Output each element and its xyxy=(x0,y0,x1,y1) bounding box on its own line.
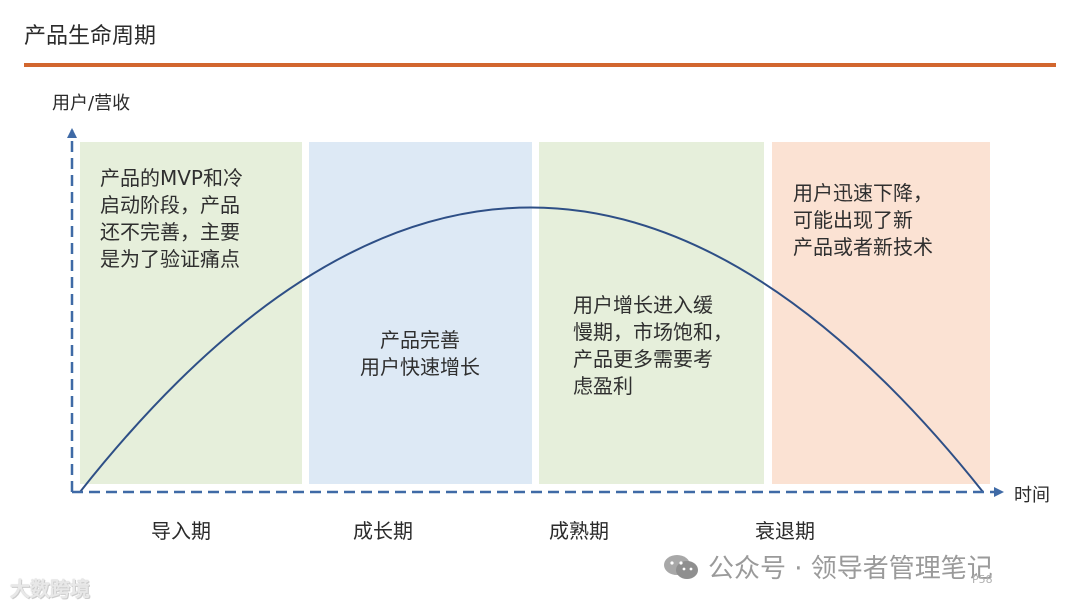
watermark-right-text: 公众号 · 领导者管理笔记 xyxy=(708,554,993,584)
title-divider xyxy=(24,63,1056,67)
stage-label-maturity: 成熟期 xyxy=(549,519,609,543)
page-number: P58 xyxy=(972,573,993,586)
stage-panel-maturity xyxy=(539,142,764,484)
stage-label-growth: 成长期 xyxy=(353,519,413,543)
stage-panel-decline xyxy=(772,142,990,484)
x-axis-label: 时间 xyxy=(1014,485,1050,506)
stage-panel-introduction xyxy=(80,142,302,484)
stage-label-decline: 衰退期 xyxy=(755,519,815,543)
panel-text-introduction: 产品的MVP和冷 启动阶段，产品 还不完善，主要 是为了验证痛点 xyxy=(100,166,243,271)
wechat-icon xyxy=(664,554,698,579)
page-title: 产品生命周期 xyxy=(24,24,157,49)
stage-label-introduction: 导入期 xyxy=(151,519,211,543)
lifecycle-curve xyxy=(79,206,984,493)
stage-panel-growth xyxy=(309,142,532,484)
panel-text-decline: 用户迅速下降， 可能出现了新 产品或者新技术 xyxy=(793,181,933,259)
panel-text-maturity: 用户增长进入缓 慢期，市场饱和， 产品更多需要考 虑盈利 xyxy=(573,293,733,398)
watermark-left: 大数跨境 xyxy=(10,577,90,601)
panel-text-growth: 产品完善 用户快速增长 xyxy=(360,328,480,379)
watermark-right: 公众号 · 领导者管理笔记 xyxy=(662,548,993,585)
y-axis-label: 用户/营收 xyxy=(52,93,131,114)
